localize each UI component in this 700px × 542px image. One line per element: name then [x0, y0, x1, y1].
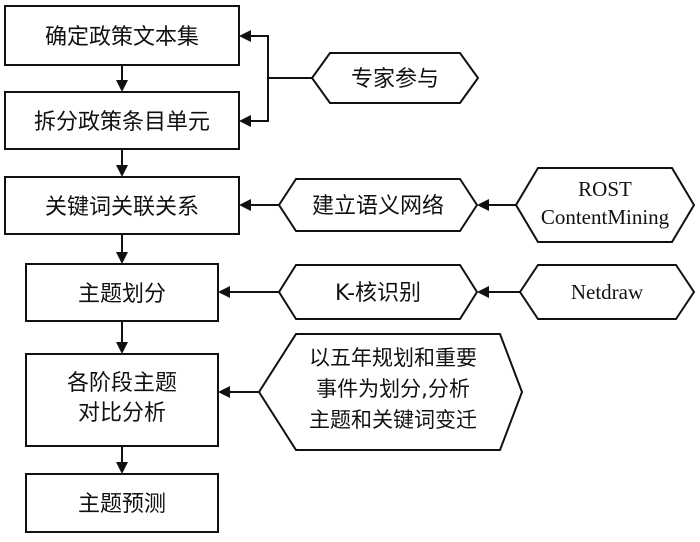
method-k-core-identification: K-核识别: [277, 264, 479, 320]
tool-rost-label: ROST: [578, 177, 632, 201]
method-five-year-plan-analysis: 以五年规划和重要 事件为划分,分析 主题和关键词变迁: [257, 333, 524, 451]
connector-expert-to-first-steps: [239, 30, 312, 127]
method-five-year-plan-analysis-line-3: 主题和关键词变迁: [309, 408, 477, 432]
arrow-step5-to-step6: [116, 446, 128, 474]
step-topic-forecast: 主题预测: [25, 473, 219, 533]
arrow-step3-to-step4: [116, 234, 128, 264]
method-five-year-plan-analysis-line-2: 事件为划分,分析: [316, 377, 470, 401]
arrow-step2-to-step3: [116, 149, 128, 177]
step-keyword-association: 关键词关联关系: [4, 176, 240, 235]
step-split-policy-items-label: 拆分政策条目单元: [34, 110, 210, 135]
step-topic-division: 主题划分: [25, 263, 219, 322]
step-define-policy-text-set-label: 确定政策文本集: [45, 25, 199, 50]
arrow-step1-to-step2: [116, 65, 128, 92]
arrow-k-core-to-step4: [218, 286, 279, 298]
step-stage-topic-comparison-line-1: 各阶段主题: [67, 371, 177, 396]
step-stage-topic-comparison: 各阶段主题 对比分析: [25, 353, 219, 447]
method-build-semantic-network: 建立语义网络: [277, 178, 479, 232]
arrow-five-year-plan-to-step5: [218, 386, 259, 398]
step-stage-topic-comparison-line-2: 对比分析: [78, 401, 166, 426]
method-expert-participation-label: 专家参与: [351, 67, 439, 92]
tool-netdraw: Netdraw: [518, 264, 696, 320]
step-split-policy-items: 拆分政策条目单元: [4, 91, 240, 150]
step-topic-division-label: 主题划分: [78, 282, 166, 307]
arrow-netdraw-to-k-core: [477, 286, 520, 298]
arrow-semantic-network-to-step3: [239, 199, 279, 211]
step-keyword-association-label: 关键词关联关系: [45, 195, 199, 220]
step-topic-forecast-label: 主题预测: [78, 492, 166, 517]
tool-contentmining-label: ContentMining: [541, 205, 670, 229]
arrow-rost-to-semantic-network: [477, 199, 516, 211]
step-define-policy-text-set: 确定政策文本集: [4, 5, 240, 66]
method-k-core-identification-label: K-核识别: [335, 281, 421, 306]
method-expert-participation: 专家参与: [310, 52, 480, 104]
method-five-year-plan-analysis-line-1: 以五年规划和重要: [309, 346, 477, 370]
method-build-semantic-network-label: 建立语义网络: [312, 194, 444, 219]
arrow-step4-to-step5: [116, 321, 128, 354]
tool-netdraw-label: Netdraw: [571, 280, 644, 304]
tool-rost-contentmining: ROST ContentMining: [514, 167, 696, 243]
